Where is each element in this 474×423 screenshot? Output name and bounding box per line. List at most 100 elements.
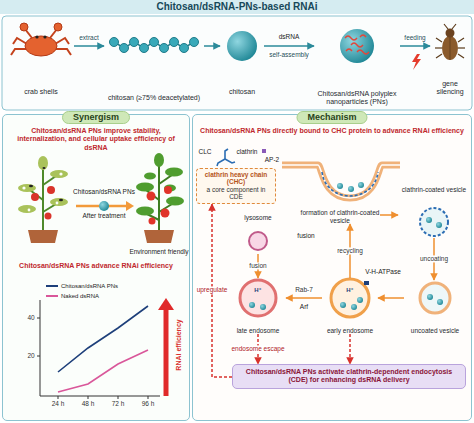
treatment-label: Chitosan/dsRNA PNs — [73, 188, 135, 195]
edge-label: feeding — [403, 34, 426, 41]
damaged-plant — [59, 199, 63, 202]
connector-arrow — [264, 45, 314, 47]
late-endosome — [240, 280, 276, 316]
treatment-arrow — [76, 201, 134, 211]
crab-icon — [13, 38, 27, 44]
panel-heading: Chitosan/dsRNA PNs improve stability, in… — [8, 127, 184, 152]
node-label: Chitosan/dsRNA PNs activate clathrin-dep… — [238, 368, 460, 385]
polyplex-sphere — [340, 29, 374, 63]
cell-membrane — [282, 165, 400, 198]
uncoated-vesicle — [437, 299, 443, 305]
panel-ground — [2, 16, 472, 110]
healthy-plant — [144, 230, 174, 243]
edge-label: Rab-7 — [294, 286, 314, 293]
crab-icon — [54, 23, 62, 31]
insect-icon — [458, 47, 465, 48]
node-label: crab shells — [24, 88, 57, 96]
edge-label: fusion — [248, 262, 267, 269]
crab-icon — [43, 35, 46, 38]
healthy-plant — [147, 192, 156, 201]
ap2-adaptor — [262, 149, 266, 153]
part-name: clathrin — [237, 148, 258, 155]
damaged-plant — [43, 176, 56, 185]
legend-line — [46, 285, 58, 287]
polyplex-sphere — [360, 35, 366, 37]
ap2-adaptor — [262, 149, 266, 153]
efficiency-arrow — [158, 298, 174, 396]
chitosan-chain-icon — [180, 44, 189, 53]
axis-tick: 40 — [27, 314, 34, 321]
efficiency-arrow — [164, 308, 169, 396]
uncoated-vesicle — [420, 283, 450, 313]
vesicle-node: uncoated vesicle — [404, 280, 466, 334]
process-note: fusion — [297, 232, 314, 239]
early-endosome — [364, 281, 369, 285]
early-endosome — [340, 302, 346, 308]
clathrin-triskelion — [217, 149, 235, 166]
part-name: Arf — [300, 303, 308, 310]
clathrin-triskelion — [225, 159, 235, 163]
chitosan-chain-icon — [150, 38, 159, 47]
node-label: late endosome — [237, 327, 280, 334]
damaged-plant — [42, 166, 44, 230]
damaged-plant — [43, 167, 46, 169]
edge-label: uncoating — [419, 255, 449, 262]
polyplex-node: Chitosan/dsRNA polyplex nanoparticles (P… — [314, 20, 400, 106]
edge-label: upregulate — [196, 287, 229, 294]
line-chart — [58, 350, 148, 392]
panel-tab: Mechanism — [296, 111, 367, 124]
chitosan-chain-icon — [120, 44, 129, 53]
healthy-plant — [154, 153, 164, 167]
cell-membrane — [337, 183, 343, 189]
part-name: AP-2 — [265, 156, 279, 163]
panel-heading: Chitosan/dsRNA PNs advance RNAi efficien… — [8, 262, 184, 270]
panel-heading: Chitosan/dsRNA PNs directly bound to CHC… — [198, 127, 466, 135]
lysosome-node: lysosome — [228, 214, 288, 254]
treatment-arrow — [126, 201, 134, 211]
connector-arrow — [349, 334, 351, 364]
node-label: chitosan — [229, 88, 255, 96]
healthy-plant — [149, 218, 156, 225]
uncoated-vesicle — [427, 294, 433, 300]
healthy-plant — [136, 153, 184, 216]
polyplex-sphere — [340, 29, 374, 63]
treatment-arrow — [99, 201, 109, 211]
legend-text: Naked dsRNA — [61, 292, 99, 300]
endosome-node: early endosome — [322, 278, 378, 334]
chitosan-sphere — [227, 31, 257, 61]
part-name: CLC — [198, 148, 211, 155]
ion-label: H⁺ — [346, 287, 354, 294]
panel-tab: Synergism — [62, 111, 130, 124]
node-label: clathrin-coated vesicle — [402, 186, 466, 193]
insect-icon — [450, 37, 451, 60]
damaged-plant — [31, 193, 39, 201]
cell-membrane — [358, 182, 364, 188]
healthy-plant — [165, 168, 183, 177]
cell-membrane — [282, 165, 400, 198]
efficiency-arrow — [158, 298, 174, 310]
damaged-plant — [22, 172, 62, 211]
crab-icon — [11, 49, 27, 55]
panel-ground — [2, 16, 472, 421]
axis-tick: 48 h — [82, 400, 95, 407]
polyplex-sphere — [345, 36, 357, 40]
panel-ground — [3, 115, 190, 421]
coated-vesicle — [420, 208, 448, 236]
damaged-plant — [31, 186, 55, 220]
insect-icon — [458, 38, 464, 42]
chitosan-sphere — [227, 31, 257, 61]
polyplex-sphere — [346, 49, 352, 51]
legend-text: Chitosan/dsRNA PNs — [61, 282, 118, 290]
chitosan-chain-node: chitosan (≥75% deacetylated) — [104, 20, 204, 102]
clathrin-triskelion — [225, 149, 228, 159]
damaged-plant — [38, 156, 48, 170]
crab-icon — [25, 36, 57, 56]
damaged-plant — [18, 184, 36, 192]
axis-tick: 72 h — [112, 400, 125, 407]
healthy-plant — [159, 175, 172, 184]
insect-icon — [436, 38, 442, 42]
lightning-bolt — [412, 54, 421, 70]
summary-box: Chitosan/dsRNA PNs activate clathrin-dep… — [232, 364, 466, 389]
part-name: V-H-ATPase — [365, 268, 401, 275]
